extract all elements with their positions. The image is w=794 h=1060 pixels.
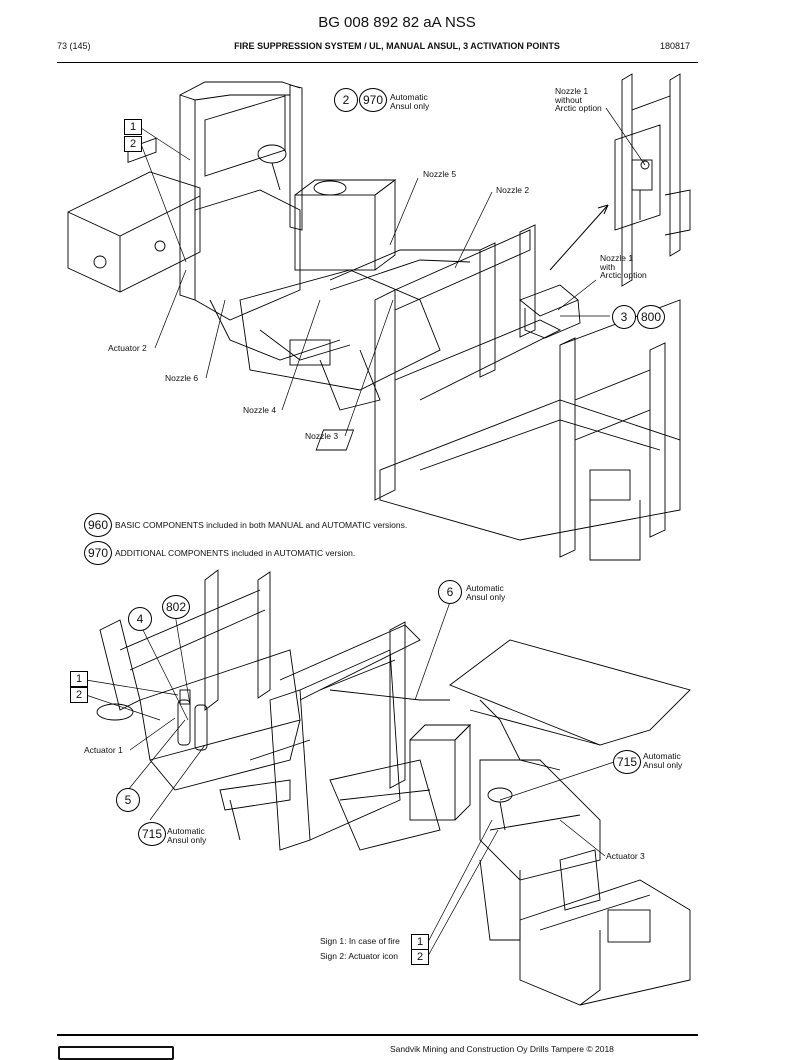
actuator2-label: Actuator 2 [108,343,147,353]
bottom-machine-drawing [96,569,691,1006]
section-title: FIRE SUPPRESSION SYSTEM / UL, MANUAL ANS… [234,41,560,51]
callout-box-2-bottom: 2 [70,687,88,703]
automatic-ansul-only-label: Automatic Ansul only [390,92,430,111]
company-logo [58,1046,174,1060]
callout-715-left: 715 [138,822,166,846]
nozzle1-detail-drawing [614,73,691,287]
automatic-ansul-only-715-right-label: Automatic Ansul only [643,751,683,770]
legend-text-960: BASIC COMPONENTS included in both MANUAL… [115,520,408,530]
callout-2: 2 [334,88,358,112]
nozzle5-label: Nozzle 5 [423,169,457,179]
automatic-ansul-only-715-left-label: Automatic Ansul only [167,826,207,845]
nozzle3-label: Nozzle 3 [305,431,339,441]
nozzle6-label: Nozzle 6 [165,373,199,383]
legend-text-970: ADDITIONAL COMPONENTS included in AUTOMA… [115,548,356,558]
callout-970: 970 [359,88,387,112]
document-date: 180817 [660,41,691,51]
footer-copyright: Sandvik Mining and Construction Oy Drill… [390,1044,614,1054]
callout-802: 802 [162,595,190,619]
callout-box-1-bottom: 1 [70,671,88,687]
callout-box-1-top: 1 [124,119,142,135]
top-machine-drawing [67,81,681,561]
nozzle1-without-arctic-label: Nozzle 1 without Arctic option [555,86,602,113]
nozzle4-label: Nozzle 4 [243,405,277,415]
callout-800: 800 [637,305,665,329]
sign2-label: Sign 2: Actuator icon [320,951,398,961]
actuator1-label: Actuator 1 [84,745,123,755]
callout-box-2-top: 2 [124,136,142,152]
legend-code-970: 970 [84,541,112,565]
callout-6: 6 [438,580,462,604]
header-rule [57,62,698,63]
actuator3-label: Actuator 3 [606,851,645,861]
nozzle1-with-arctic-label: Nozzle 1 with Arctic option [600,253,647,280]
sign-box-2: 2 [411,949,429,965]
nozzle2-label: Nozzle 2 [496,185,530,195]
page-number: 73 (145) [57,41,91,51]
bottom-leader-lines [85,601,615,957]
document-title: BG 008 892 82 aA NSS [318,14,476,31]
sign1-label: Sign 1: In case of fire [320,936,400,946]
callout-5: 5 [116,788,140,812]
automatic-ansul-only-6-label: Automatic Ansul only [466,583,506,602]
sign-box-1: 1 [411,934,429,950]
legend-code-960: 960 [84,513,112,537]
footer-rule [57,1034,698,1036]
callout-715-right: 715 [613,750,641,774]
callout-3: 3 [612,305,636,329]
top-leader-lines [140,107,646,437]
callout-4: 4 [128,607,152,631]
